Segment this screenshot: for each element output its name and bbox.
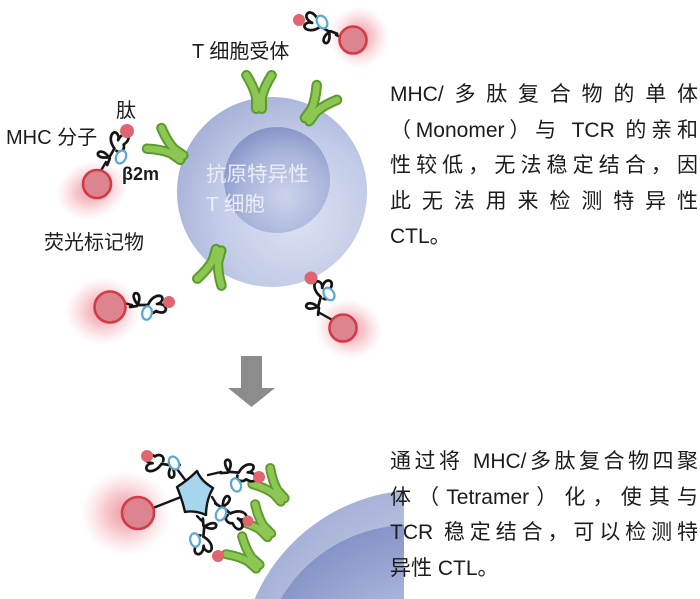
fluorophore-icon [338,25,368,55]
mhc-monomer-icon [81,124,134,200]
label-fluorescent: 荧光标记物 [44,231,144,254]
mhc-monomer-icon [293,9,368,55]
t-cell-nucleus [280,525,404,599]
fluorophore-icon [328,313,358,343]
b2m-icon [189,532,201,548]
description-line: MHC/多肽复合物的单体 [390,83,698,106]
peptide-icon [304,271,318,285]
mhc-monomer-icon [210,491,254,533]
b2m-icon [315,14,329,30]
b2m-icon [322,286,336,302]
description-line: TCR 稳定结合，可以检测特 [390,521,698,544]
monomer-panel-illustration: 抗原特异性 T 细胞 [6,6,389,360]
fluorophore-icon [81,168,113,200]
description-line: 性较低，无法稳定结合，因 [390,154,698,177]
fluorophore-icon [120,495,156,531]
streptavidin-icon [175,469,215,517]
description-line: 通过将 MHC/多肽复合物四聚 [390,450,698,473]
description-line: 体（Tetramer）化，使其与 [390,485,698,509]
description-line: CTL。 [390,225,451,248]
tcr-icon [147,128,189,168]
b2m-icon [214,506,228,522]
description-line: 此无法用来检测特异性 [390,189,698,213]
peptide-icon [141,450,153,462]
description-line: （Monomer）与 TCR 的亲和 [390,118,698,142]
peptide-icon [253,471,265,483]
label-tcr-receptor: T 细胞受体 [192,40,289,63]
peptide-icon [293,14,305,26]
t-cell-nucleus [224,127,330,233]
t-cell: 抗原特异性 T 细胞 [177,97,367,287]
tetramer-complex [120,450,265,562]
cell-name-line2: T 细胞 [206,193,265,216]
mhc-monomer-icon [303,271,358,343]
tetramer-panel-illustration [81,450,404,599]
label-peptide: 肽 [116,99,136,122]
down-arrow-icon [228,356,275,407]
mhc-monomer-icon [218,457,265,493]
peptide-icon [163,296,175,308]
b2m-icon [229,477,243,493]
mhc-monomer-icon [140,450,183,480]
tetramer-description: 通过将 MHC/多肽复合物四聚 体（Tetramer）化，使其与 TCR 稳定结… [390,444,698,586]
peptide-icon [120,124,134,138]
label-b2m: β2m [122,164,159,184]
t-cell [254,490,404,599]
b2m-icon [114,149,128,165]
b2m-icon [167,455,181,471]
b2m-icon [141,305,153,321]
peptide-icon [212,550,224,562]
mhc-monomer-icon [189,516,224,562]
fluorophore-icon [93,290,127,324]
label-mhc-molecule: MHC 分子 [6,126,97,149]
mhc-monomer-icon [93,290,175,324]
tcr-icon [226,536,266,575]
cell-name-line1: 抗原特异性 [206,163,309,186]
description-line: 异性 CTL。 [390,556,499,580]
peptide-icon [242,515,254,527]
monomer-description: MHC/多肽复合物的单体 （Monomer）与 TCR 的亲和 性较低，无法稳定… [390,77,698,255]
